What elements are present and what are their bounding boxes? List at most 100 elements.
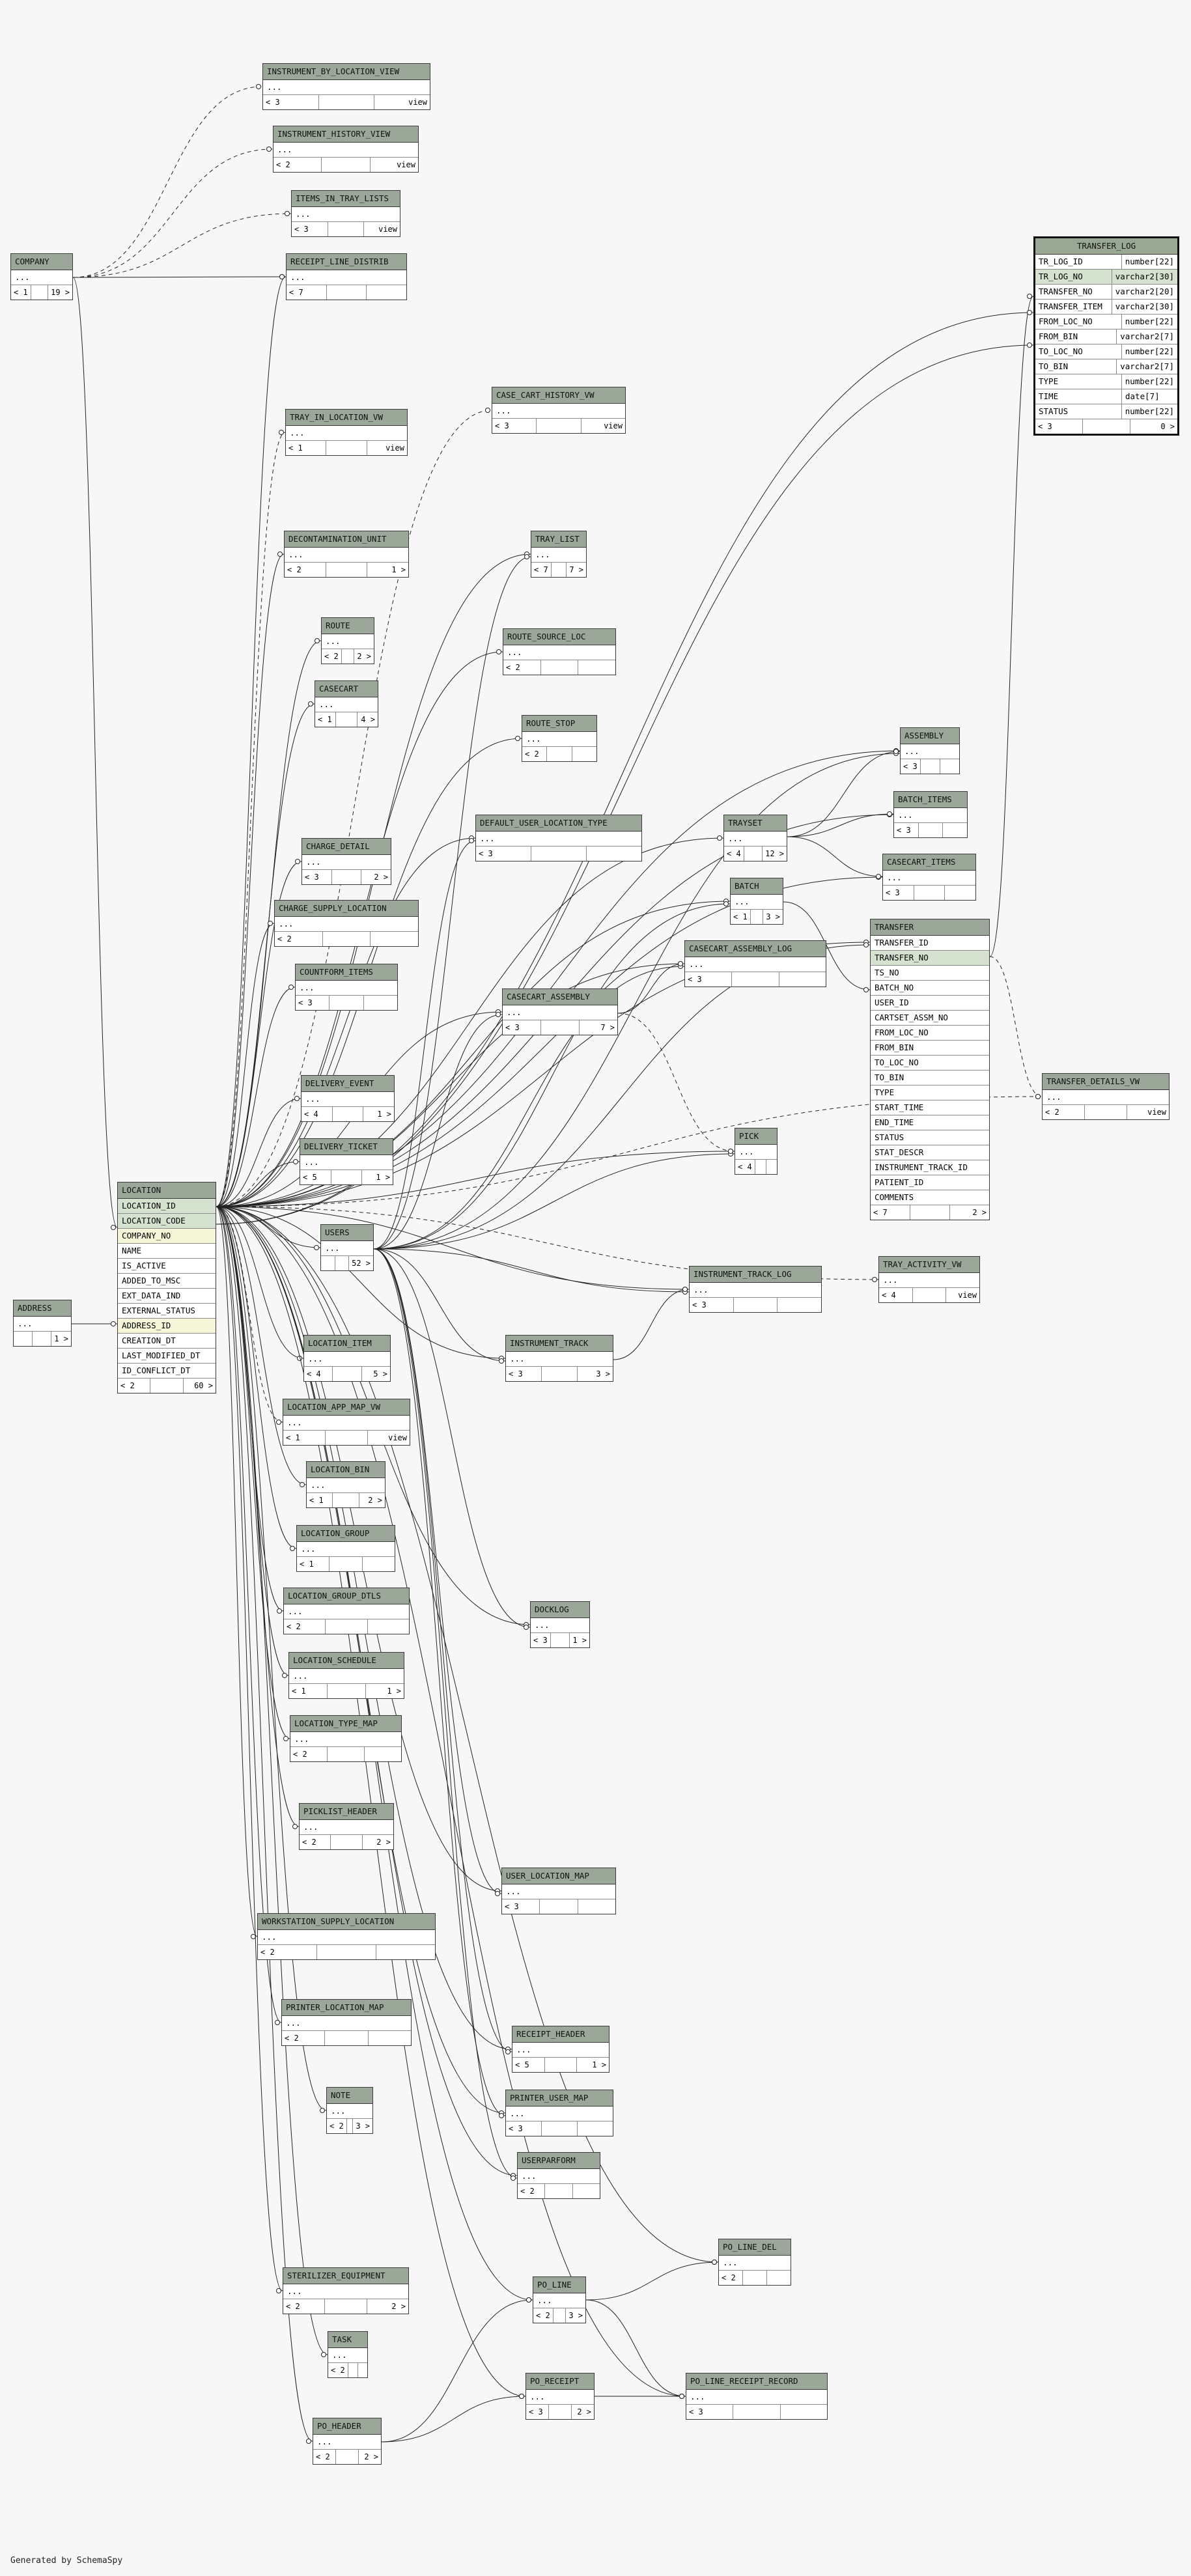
column-name: TYPE bbox=[1035, 374, 1122, 389]
table-users[interactable]: USERS...52 > bbox=[320, 1224, 374, 1271]
relationship-line bbox=[216, 410, 492, 1207]
table-header: PO_HEADER bbox=[313, 2418, 381, 2435]
table-po-line-receipt-record[interactable]: PO_LINE_RECEIPT_RECORD...< 3 bbox=[686, 2373, 828, 2420]
table-address[interactable]: ADDRESS...1 > bbox=[13, 1300, 72, 1347]
table-footer: < 2 bbox=[282, 2031, 411, 2045]
table-printer-user-map[interactable]: PRINTER_USER_MAP...< 3 bbox=[505, 2090, 613, 2136]
crowfoot-marker bbox=[283, 1736, 288, 1741]
table-route-stop[interactable]: ROUTE_STOP...< 2 bbox=[522, 715, 597, 762]
table-casecart-items[interactable]: CASECART_ITEMS...< 3 bbox=[882, 854, 976, 901]
table-footer: < 3 bbox=[502, 1899, 615, 1914]
table-task[interactable]: TASK...< 2 bbox=[328, 2331, 368, 2378]
footer-cell bbox=[551, 1633, 570, 1647]
relationship-line bbox=[216, 1206, 307, 1485]
crowfoot-marker bbox=[863, 987, 869, 992]
column-row: ... bbox=[322, 634, 374, 649]
table-footer: < 2 bbox=[258, 1945, 435, 1959]
table-pick[interactable]: PICK...< 4 bbox=[735, 1128, 778, 1175]
table-location-type-map[interactable]: LOCATION_TYPE_MAP...< 2 bbox=[290, 1715, 402, 1762]
table-userparform[interactable]: USERPARFORM...< 2 bbox=[517, 2152, 600, 2199]
table-instrument-track-log[interactable]: INSTRUMENT_TRACK_LOG...< 3 bbox=[689, 1266, 822, 1313]
table-receipt-line-distrib[interactable]: RECEIPT_LINE_DISTRIB...< 7 bbox=[286, 253, 407, 300]
crowfoot-marker bbox=[285, 211, 290, 216]
column-row: ... bbox=[531, 1618, 589, 1633]
table-header: COMPANY bbox=[11, 254, 72, 270]
table-header: DELIVERY_TICKET bbox=[300, 1139, 393, 1155]
footer-cell: < 2 bbox=[518, 2184, 546, 2198]
table-route-source-loc[interactable]: ROUTE_SOURCE_LOC...< 2 bbox=[503, 628, 616, 675]
footer-cell bbox=[14, 1332, 33, 1346]
table-casecart-assembly-log[interactable]: CASECART_ASSEMBLY_LOG...< 3 bbox=[684, 940, 826, 987]
table-location-group-dtls[interactable]: LOCATION_GROUP_DTLS...< 2 bbox=[283, 1588, 410, 1634]
column-type: varchar2[30] bbox=[1115, 272, 1174, 281]
table-countform-items[interactable]: COUNTFORM_ITEMS...< 3 bbox=[295, 964, 398, 1011]
table-user-location-map[interactable]: USER_LOCATION_MAP...< 3 bbox=[501, 1868, 616, 1914]
table-header: LOCATION_APP_MAP_VW bbox=[283, 1399, 410, 1416]
table-workstation-supply-location[interactable]: WORKSTATION_SUPPLY_LOCATION...< 2 bbox=[257, 1913, 436, 1960]
column-type: number[22] bbox=[1125, 346, 1174, 356]
table-charge-supply-location[interactable]: CHARGE_SUPPLY_LOCATION...< 2 bbox=[274, 900, 419, 947]
table-default-user-location-type[interactable]: DEFAULT_USER_LOCATION_TYPE...< 3 bbox=[475, 815, 642, 861]
table-assembly[interactable]: ASSEMBLY...< 3 bbox=[900, 727, 960, 774]
relationship-line bbox=[72, 148, 273, 278]
column-row: COMMENTS bbox=[871, 1190, 989, 1205]
table-po-line-del[interactable]: PO_LINE_DEL...< 2 bbox=[718, 2239, 791, 2286]
column-row: ... bbox=[685, 957, 826, 972]
table-location-group[interactable]: LOCATION_GROUP...< 1 bbox=[296, 1525, 395, 1572]
footer-cell bbox=[779, 972, 826, 987]
column-row: ... bbox=[531, 548, 586, 563]
table-batch-items[interactable]: BATCH_ITEMS...< 3 bbox=[893, 791, 968, 838]
table-header: CASECART_ASSEMBLY bbox=[503, 989, 617, 1005]
footer-cell bbox=[540, 1899, 578, 1914]
table-header: TRAY_ACTIVITY_VW bbox=[879, 1257, 979, 1273]
footer-cell: view bbox=[388, 1433, 407, 1442]
footer-cell: 1 > bbox=[391, 565, 406, 574]
table-header: TRAY_IN_LOCATION_VW bbox=[286, 410, 407, 426]
relationship-line bbox=[373, 1248, 690, 1293]
footer-cell: < 1 bbox=[289, 1684, 328, 1698]
table-header: ADDRESS bbox=[14, 1300, 71, 1317]
footer-cell: 1 > bbox=[54, 1334, 68, 1343]
table-printer-location-map[interactable]: PRINTER_LOCATION_MAP...< 2 bbox=[281, 1999, 412, 2046]
footer-cell bbox=[552, 563, 567, 577]
column-row: ... bbox=[506, 1352, 613, 1367]
crowfoot-marker bbox=[679, 2394, 684, 2399]
